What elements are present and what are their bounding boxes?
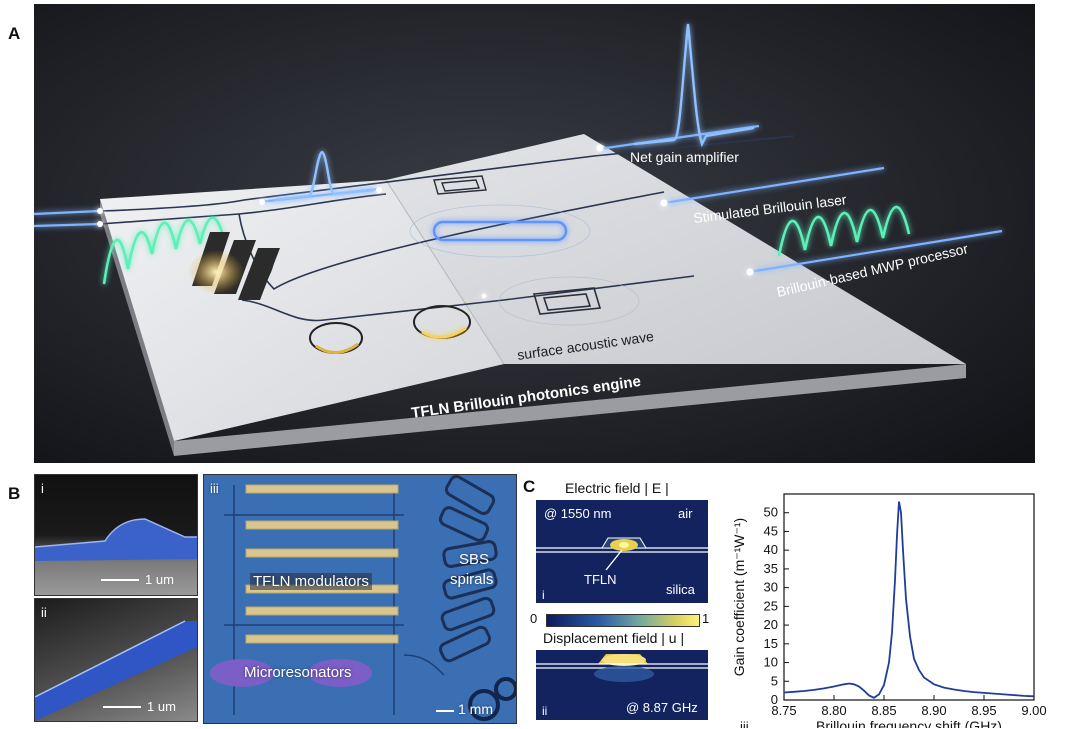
- field-i-label: i: [542, 588, 545, 602]
- chip-right-surface: [386, 134, 966, 364]
- displacement-field-map: ii @ 8.87 GHz: [536, 650, 708, 720]
- displacement-field-art: [536, 650, 708, 720]
- sem-ii-label: ii: [41, 605, 47, 620]
- silica-label: silica: [666, 582, 695, 597]
- frequency-label: @ 8.87 GHz: [626, 700, 698, 715]
- sem-i-label: i: [41, 481, 44, 496]
- y-tick-label: 0: [771, 692, 778, 707]
- y-tick-label: 5: [771, 673, 778, 688]
- gain-curve: [783, 501, 1035, 699]
- spiral-bottom: [498, 276, 640, 326]
- x-ticks: 8.75 8.80 8.85 8.90 8.95 9.00: [771, 695, 1047, 718]
- sem-cross-section: i 1 um: [34, 474, 198, 596]
- chart-panel-label: iii: [740, 719, 749, 728]
- input-pulse: [273, 150, 375, 202]
- label-sbs: SBS: [459, 551, 490, 568]
- waveguide-nodes: [97, 144, 754, 299]
- micrograph-scalebar: [436, 710, 454, 712]
- gain-spectrum-chart: 0 5 10 15 20 25 30 35 40 45 50 8.75 8.80 8.85 8.90 8.9…: [731, 493, 1047, 728]
- wavelength-label: @ 1550 nm: [544, 506, 612, 521]
- y-tick-label: 40: [764, 542, 778, 557]
- colorbar-min: 0: [530, 611, 538, 626]
- y-tick-label: 10: [764, 655, 778, 670]
- sem-i-scale: 1 um: [145, 572, 174, 587]
- panel-label-a: A: [8, 24, 21, 43]
- displacement-field-title: Displacement field | u |: [543, 630, 685, 646]
- x-tick-label: 8.75: [771, 703, 796, 718]
- electric-field-art: [536, 500, 708, 603]
- chip-front-edge: [174, 364, 966, 456]
- micrograph-art: [204, 475, 516, 723]
- electric-field-map: @ 1550 nm air TFLN i silica: [536, 500, 708, 603]
- optical-fibers: [34, 124, 1003, 274]
- y-tick-label: 30: [764, 580, 778, 595]
- sem-waveguide: ii 1 um: [34, 598, 198, 722]
- sem-cross-section-art: [35, 518, 197, 561]
- tfln-label: TFLN: [584, 572, 617, 587]
- air-label: air: [678, 506, 693, 521]
- y-tick-label: 20: [764, 617, 778, 632]
- y-tick-label: 45: [764, 523, 778, 538]
- panel-label-c: C: [523, 477, 536, 496]
- x-tick-label: 9.00: [1021, 703, 1046, 718]
- sem-ii-scale: 1 um: [147, 699, 176, 714]
- colorbar: [546, 614, 700, 627]
- label-tfln-modulators: TFLN modulators: [250, 573, 372, 590]
- chip-left-surface: [100, 180, 504, 441]
- plot-frame: [783, 493, 1035, 701]
- sem-ii-scalebar: [103, 706, 141, 708]
- sem-i-scalebar: [101, 579, 139, 581]
- modulator-electrodes: [188, 232, 280, 300]
- y-ticks: 0 5 10 15 20 25 30 35 40 45 50: [764, 505, 789, 707]
- chip-seam: [385, 179, 505, 365]
- colorbar-max: 1: [702, 611, 710, 626]
- label-spirals: spirals: [450, 571, 494, 588]
- panel-label-b: B: [8, 484, 21, 503]
- label-net-gain: Net gain amplifier: [630, 149, 739, 165]
- x-tick-label: 8.80: [821, 703, 846, 718]
- micrograph-scale: 1 mm: [458, 701, 493, 717]
- field-ii-label: ii: [542, 704, 548, 718]
- chip-illustration: Net gain amplifier Stimulated Brillouin …: [34, 4, 1035, 463]
- output-rf-wave: [777, 205, 911, 257]
- x-axis-label: Brillouin frequency shift (GHz): [816, 718, 1002, 728]
- y-tick-label: 50: [764, 505, 778, 520]
- input-rf-wave: [102, 216, 226, 285]
- electric-field-title: Electric field | E |: [565, 480, 669, 496]
- label-microresonators: Microresonators: [244, 664, 352, 681]
- sem-waveguide-art: [35, 620, 197, 721]
- x-tick-label: 8.90: [921, 703, 946, 718]
- x-tick-label: 8.85: [871, 703, 896, 718]
- y-tick-label: 15: [764, 636, 778, 651]
- x-tick-label: 8.95: [971, 703, 996, 718]
- micrograph-label: iii: [210, 481, 219, 496]
- chip-left-edge: [100, 199, 174, 456]
- racetrack-resonator: [432, 220, 568, 242]
- y-tick-label: 35: [764, 561, 778, 576]
- y-axis-label: Gain coefficient (m⁻¹W⁻¹): [731, 518, 747, 676]
- spiral-top: [433, 175, 487, 195]
- chip-micrograph: iii TFLN modulators SBS spirals Microres…: [203, 474, 517, 724]
- y-tick-label: 25: [764, 598, 778, 613]
- net-gain-pulse: [633, 23, 755, 148]
